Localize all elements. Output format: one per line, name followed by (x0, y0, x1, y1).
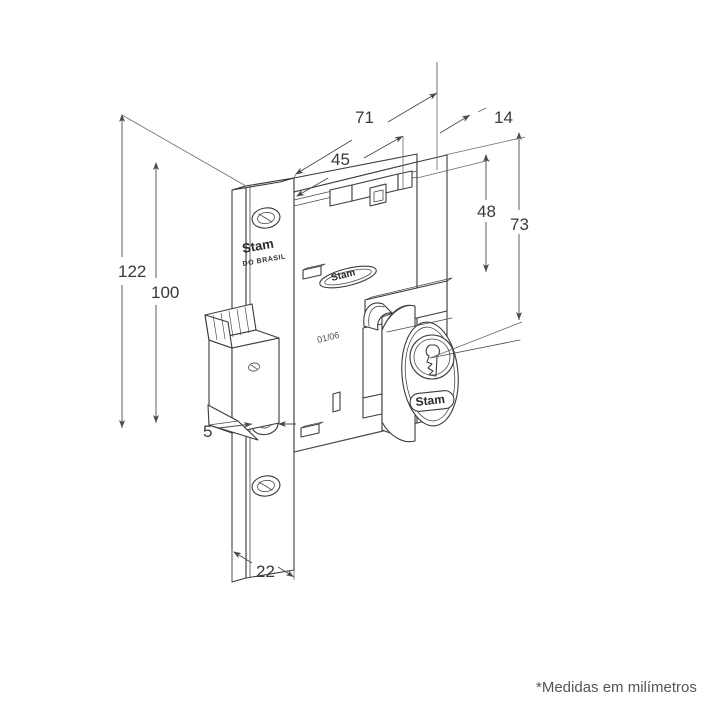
body-logo-badge: Stam (319, 265, 377, 289)
mounting-hole-bottom (251, 475, 281, 497)
dimension-45: 45 (296, 135, 404, 197)
dimension-label-100: 100 (151, 283, 179, 302)
dimension-label-22: 22 (256, 562, 275, 581)
dimension-label-5: 5 (203, 422, 212, 441)
dimension-label-122: 122 (118, 262, 146, 281)
cylinder-brand-label: Stam (415, 392, 446, 409)
dimension-label-45: 45 (331, 150, 350, 169)
dimension-label-14: 14 (494, 108, 513, 127)
cylinder-brand-plate: Stam (409, 390, 455, 412)
dimension-label-48: 48 (477, 202, 496, 221)
mounting-hole-top (251, 207, 281, 229)
dimension-label-73: 73 (510, 215, 529, 234)
dimension-100: 100 (151, 162, 179, 423)
dimension-122: 122 (118, 114, 247, 428)
dimension-48: 48 (416, 154, 496, 272)
units-note: *Medidas em milímetros (536, 679, 697, 696)
latch-bolt (204, 303, 280, 441)
cylinder: Stam (362, 302, 521, 443)
dimension-71: 71 (293, 62, 438, 179)
dimension-22: 22 (231, 550, 295, 582)
dimension-label-71: 71 (355, 108, 374, 127)
brand-label: Stam (241, 236, 275, 256)
dimension-5: 5 (203, 421, 296, 441)
dimension-14: 14 (439, 107, 513, 134)
dimension-73: 73 (429, 132, 529, 359)
